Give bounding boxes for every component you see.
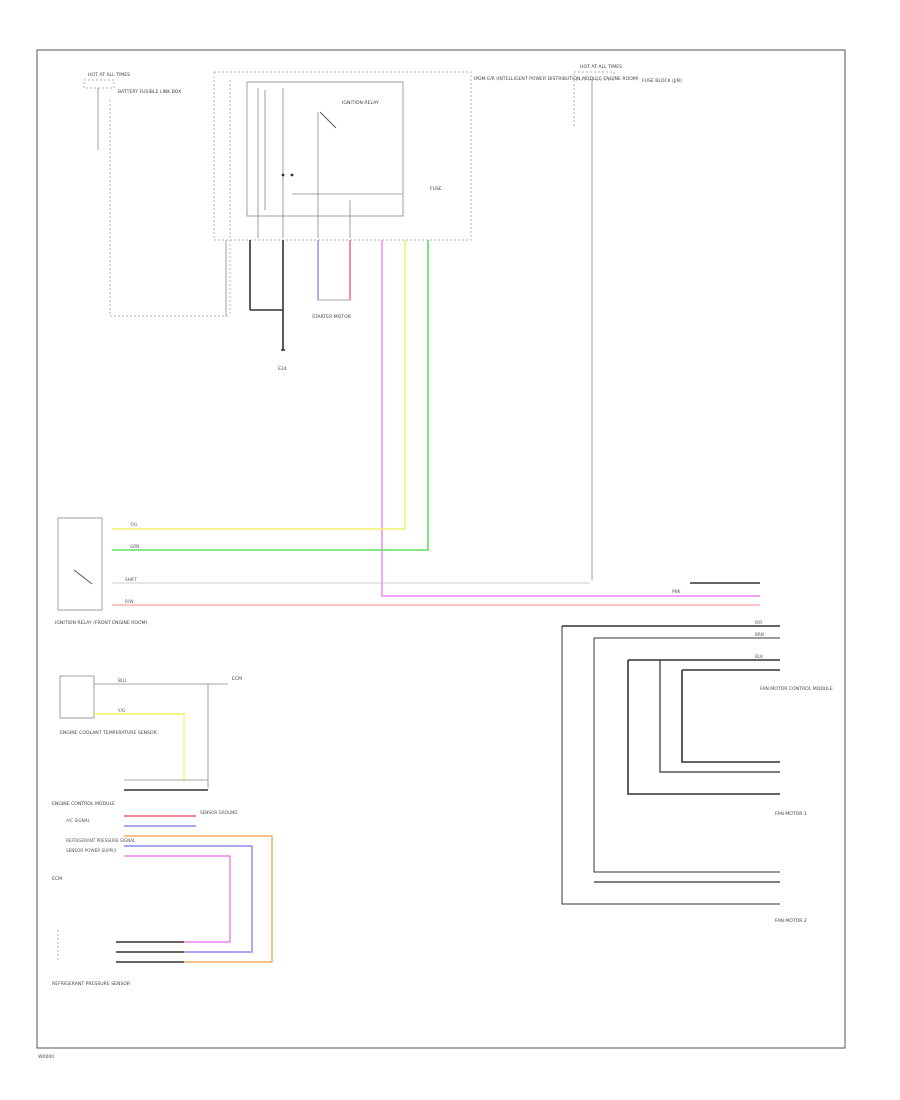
svg-text:A/C SIGNAL: A/C SIGNAL xyxy=(66,818,91,823)
svg-text:PNK: PNK xyxy=(672,589,681,594)
fan-motor-2-label: FAN MOTOR 2 xyxy=(775,918,807,924)
svg-text:Y/G: Y/G xyxy=(129,522,137,527)
svg-text:BRN: BRN xyxy=(755,632,764,637)
engine-control-module-label: ENGINE CONTROL MODULE xyxy=(52,801,115,807)
svg-text:Y/G: Y/G xyxy=(117,708,125,713)
svg-text:B/R: B/R xyxy=(755,620,762,625)
starter-motor-label: STARTER MOTOR xyxy=(312,314,352,320)
hot-at-all-times-label: HOT AT ALL TIMES xyxy=(88,72,130,78)
diagram-frame xyxy=(36,49,846,1049)
wire-yellow xyxy=(112,240,406,530)
ecm-block-label: ECM xyxy=(52,876,62,882)
refrigerant-sensor-label: REFRIGERANT PRESSURE SENSOR xyxy=(52,981,131,987)
ecm-group: ENGINE CONTROL MODULE SENSOR GROUND A/C … xyxy=(52,779,273,963)
engine-coolant-sensor-label: ENGINE COOLANT TEMPERATURE SENSOR xyxy=(60,730,158,736)
coolant-sensor-group: BLU ECM Y/G ENGINE COOLANT TEMPERATURE S… xyxy=(59,675,242,788)
svg-text:SENSOR POWER SUPPLY: SENSOR POWER SUPPLY xyxy=(66,848,117,853)
wire-green xyxy=(112,240,429,551)
fuse-block-label: FUSE BLOCK (J/B) xyxy=(642,78,682,84)
ignition-relay-front-group: IGNITION RELAY (FRONT ENGINE ROOM) xyxy=(55,517,148,626)
starter-motor-group: E24 STARTER MOTOR xyxy=(225,240,352,372)
fuse-label: FUSE xyxy=(430,186,442,192)
svg-text:BLK: BLK xyxy=(755,654,763,659)
hot-at-all-times-2-label: HOT AT ALL TIMES xyxy=(580,64,622,70)
svg-text:SENSOR GROUND: SENSOR GROUND xyxy=(200,810,238,815)
battery-fusible-link-label: BATTERY FUSIBLE LINK BOX xyxy=(118,89,181,95)
ground-label: E24 xyxy=(278,366,287,372)
fuse-block-group: HOT AT ALL TIMES FUSE BLOCK (J/B) xyxy=(573,64,682,580)
fan-control-group: FAN MOTOR CONTROL MODULE FAN MOTOR 1 FAN… xyxy=(561,620,833,924)
ignition-relay-front-box xyxy=(57,517,103,611)
fan-motor-control-label: FAN MOTOR CONTROL MODULE xyxy=(760,686,833,692)
fan-motor-1-label: FAN MOTOR 1 xyxy=(775,811,807,817)
ipdm-er-box xyxy=(213,71,472,241)
svg-text:SHIFT: SHIFT xyxy=(125,577,137,582)
refrigerant-sensor-group: REFRIGERANT PRESSURE SENSOR xyxy=(52,930,184,987)
main-harness-wires: Y/G GRN SHIFT R/W PNK xyxy=(112,240,760,606)
ignition-relay-front-label: IGNITION RELAY (FRONT ENGINE ROOM) xyxy=(55,620,148,626)
svg-text:GRN: GRN xyxy=(130,544,139,549)
svg-text:BLU: BLU xyxy=(118,678,126,683)
svg-text:REFRIGERANT PRESSURE SIGNAL: REFRIGERANT PRESSURE SIGNAL xyxy=(66,838,136,843)
ipdm-er-group: IGNITION RELAY IPDM E/R (INTELLIGENT POW… xyxy=(213,71,639,241)
wire-pink xyxy=(381,240,760,597)
ipdm-er-label: IPDM E/R (INTELLIGENT POWER DISTRIBUTION… xyxy=(474,76,639,82)
battery-fusible-link-group: HOT AT ALL TIMES BATTERY FUSIBLE LINK BO… xyxy=(83,72,231,317)
diagram-code: W0000 xyxy=(38,1054,54,1060)
svg-text:R/W: R/W xyxy=(125,599,133,604)
ignition-relay-contact xyxy=(319,111,337,129)
ecm-signal-label: ECM xyxy=(232,676,242,682)
ignition-relay-label: IGNITION RELAY xyxy=(342,100,379,106)
